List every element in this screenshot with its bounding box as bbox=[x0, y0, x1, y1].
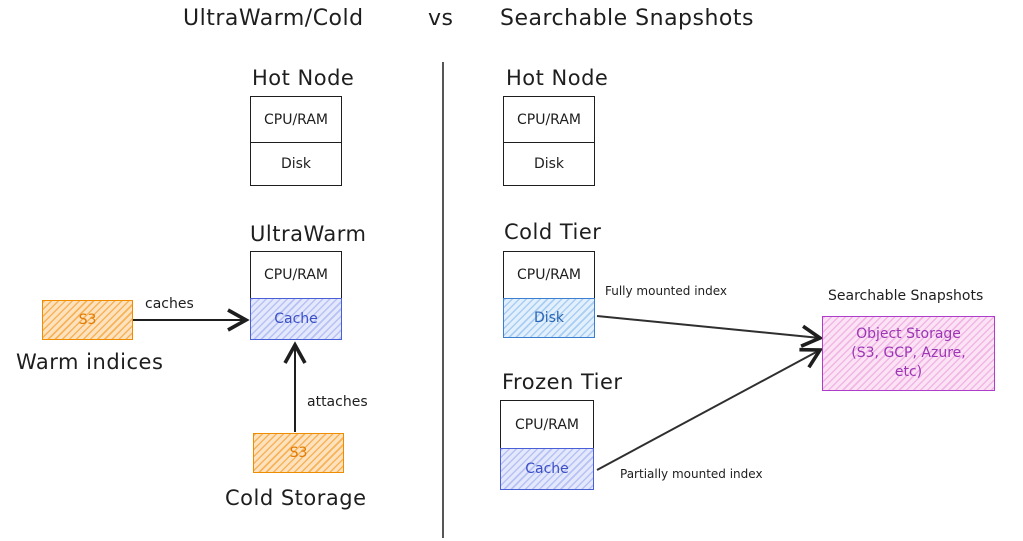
left-hot-node-disk-label: Disk bbox=[280, 156, 312, 172]
cold-tier-cpu-box: CPU/RAM bbox=[503, 251, 595, 299]
left-title: UltraWarm/Cold bbox=[183, 6, 364, 31]
object-storage-box: Object Storage (S3, GCP, Azure, etc) bbox=[822, 316, 995, 391]
ultrawarm-cache-box: Cache bbox=[250, 298, 342, 340]
frozen-tier-title: Frozen Tier bbox=[502, 370, 623, 394]
frozen-tier-cache-label: Cache bbox=[525, 461, 569, 477]
partially-mounted-label: Partially mounted index bbox=[620, 467, 763, 481]
object-storage-line2: (S3, GCP, Azure, bbox=[851, 345, 966, 362]
frozen-tier-cpu-box: CPU/RAM bbox=[500, 400, 594, 450]
right-hot-node-cpu-label: CPU/RAM bbox=[517, 112, 581, 128]
warm-indices-caption: Warm indices bbox=[16, 350, 164, 374]
searchable-snapshots-label: Searchable Snapshots bbox=[828, 288, 984, 304]
fully-mounted-label: Fully mounted index bbox=[605, 284, 728, 298]
cold-tier-cpu-label: CPU/RAM bbox=[517, 267, 581, 283]
cold-tier-disk-label: Disk bbox=[533, 310, 565, 326]
attaches-label: attaches bbox=[307, 394, 368, 410]
right-hot-node-title: Hot Node bbox=[506, 66, 609, 90]
frozen-tier-cpu-label: CPU/RAM bbox=[515, 417, 579, 433]
ultrawarm-title: UltraWarm bbox=[250, 222, 367, 246]
right-hot-node-disk-box: Disk bbox=[503, 142, 595, 186]
ultrawarm-cpu-label: CPU/RAM bbox=[264, 267, 328, 283]
frozen-tier-cache-box: Cache bbox=[500, 448, 594, 490]
caches-label: caches bbox=[145, 296, 194, 312]
right-title: Searchable Snapshots bbox=[500, 6, 754, 31]
object-storage-line1: Object Storage bbox=[856, 326, 961, 343]
vs-label: vs bbox=[428, 6, 454, 31]
cold-s3-label: S3 bbox=[289, 445, 308, 461]
ultrawarm-cache-label: Cache bbox=[274, 311, 318, 327]
cold-tier-title: Cold Tier bbox=[504, 220, 602, 244]
left-hot-node-cpu-box: CPU/RAM bbox=[250, 96, 342, 144]
partially-mounted-arrow bbox=[596, 347, 824, 471]
cold-storage-caption: Cold Storage bbox=[225, 486, 367, 510]
warm-s3-label: S3 bbox=[78, 312, 97, 328]
fully-mounted-arrow bbox=[596, 315, 824, 348]
left-hot-node-title: Hot Node bbox=[252, 66, 355, 90]
cold-tier-disk-box: Disk bbox=[503, 298, 595, 338]
right-hot-node-cpu-box: CPU/RAM bbox=[503, 96, 595, 144]
object-storage-line3: etc) bbox=[894, 363, 923, 380]
right-hot-node-disk-label: Disk bbox=[533, 156, 565, 172]
left-hot-node-disk-box: Disk bbox=[250, 142, 342, 186]
left-hot-node-cpu-label: CPU/RAM bbox=[264, 112, 328, 128]
ultrawarm-cpu-box: CPU/RAM bbox=[250, 251, 342, 299]
cold-s3-box: S3 bbox=[253, 433, 344, 473]
warm-s3-box: S3 bbox=[42, 300, 133, 340]
